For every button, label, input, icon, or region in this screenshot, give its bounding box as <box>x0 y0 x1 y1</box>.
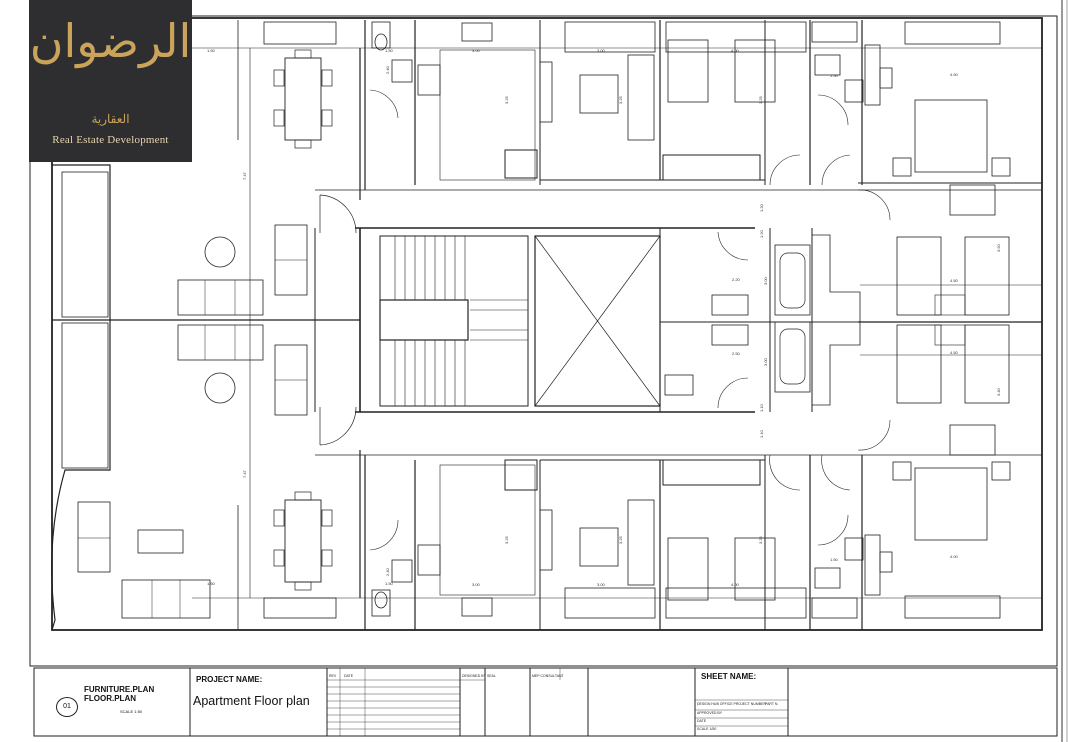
dim-kitchen-depth-top: 3.25 <box>504 95 509 104</box>
sheet-border <box>29 15 1058 667</box>
stair <box>379 235 529 407</box>
dim-kitchen-bottom: 3.00 <box>472 582 481 587</box>
dim-right-bath-bottom: 1.50 <box>830 557 839 562</box>
scale-label: SCALE 1:50 <box>120 709 143 714</box>
project-name: Apartment Floor plan <box>193 694 310 708</box>
dim-right-room-bottom: 4.50 <box>950 350 959 355</box>
drawing-title-2: FLOOR.PLAN <box>84 694 136 703</box>
sheet-row-4: SCALE 1/50 <box>697 727 716 731</box>
dim-right-room-top-h: 3.50 <box>996 243 1001 252</box>
mep-consultant-label: MEP CONSULTANT <box>532 674 565 678</box>
company-logo: الرضوان العقارية Real Estate Development <box>29 0 192 162</box>
dim-right-room-bottom-h: 3.40 <box>996 387 1001 396</box>
dim-bed-top: 4.00 <box>731 48 740 53</box>
dim-corridor-d: 1.10 <box>759 429 764 438</box>
logo-arabic-sub: العقارية <box>91 112 130 126</box>
dim-right-bath-top: 1.50 <box>830 73 839 78</box>
title-block <box>33 667 1058 737</box>
dim-bath-center-h-top: 3.00 <box>763 276 768 285</box>
dim-bed-top-b: 3.25 <box>758 95 763 104</box>
logo-arabic-name: الرضوان <box>29 14 192 68</box>
dim-living-top: 7.47 <box>242 171 247 180</box>
sheet-row-3: DATE <box>697 719 707 723</box>
sheet-row-1b: PART N. <box>765 702 778 706</box>
dim-bed-right-top: 4.50 <box>950 72 959 77</box>
balcony-wall <box>51 164 111 631</box>
dim-kitchen-depth-bottom: 3.25 <box>504 535 509 544</box>
dim-bath-depth-bottom: 2.40 <box>385 567 390 576</box>
dim-room-bottom-b: 3.25 <box>618 535 623 544</box>
dim-corridor-b: 1.20 <box>759 229 764 238</box>
dim-top-width: 1.50 <box>207 48 216 53</box>
dim-room-top-b: 3.25 <box>618 95 623 104</box>
dim-bath-top: 1.50 <box>385 48 394 53</box>
logo-english-text: Real Estate Development <box>52 134 169 146</box>
seal-label: SEAL <box>487 674 496 678</box>
rev-label: REV <box>329 674 337 678</box>
sheet-row-2: APPROVED BY <box>697 711 723 715</box>
sheet-name-label: SHEET NAME: <box>701 672 757 681</box>
dim-bath-center-top: 2.20 <box>732 277 741 282</box>
dim-bath-center-h-bottom: 3.00 <box>763 357 768 366</box>
dim-bath-center-bottom: 2.50 <box>732 351 741 356</box>
dim-kitchen-top: 3.00 <box>472 48 481 53</box>
dim-bath-depth-top: 2.40 <box>385 65 390 74</box>
dim-corridor-c: 1.10 <box>759 403 764 412</box>
sheet-row-1: DESIGN HUB OFFICE PROJECT NUMBER <box>697 702 766 706</box>
dim-bed-bottom-b: 3.25 <box>758 535 763 544</box>
drawing-number: 01 <box>56 697 78 717</box>
dim-room-top-a: 3.00 <box>597 48 606 53</box>
project-name-label: PROJECT NAME: <box>196 675 263 684</box>
dim-bath-bottom: 1.50 <box>385 581 394 586</box>
date-label: DATE <box>344 674 354 678</box>
dim-bed-bottom: 4.00 <box>731 582 740 587</box>
dim-bottom-width: 1.50 <box>207 581 216 586</box>
dim-bed-right-bottom: 4.00 <box>950 554 959 559</box>
dim-room-bottom-a: 3.00 <box>597 582 606 587</box>
dim-corridor-a: 1.20 <box>759 203 764 212</box>
dim-right-room-top: 4.50 <box>950 278 959 283</box>
drawing-title-1: FURNITURE.PLAN <box>84 685 155 694</box>
building-outline <box>51 17 1043 631</box>
dim-living-bottom: 7.47 <box>242 469 247 478</box>
designed-by-label: DESIGNED BY <box>462 674 487 678</box>
